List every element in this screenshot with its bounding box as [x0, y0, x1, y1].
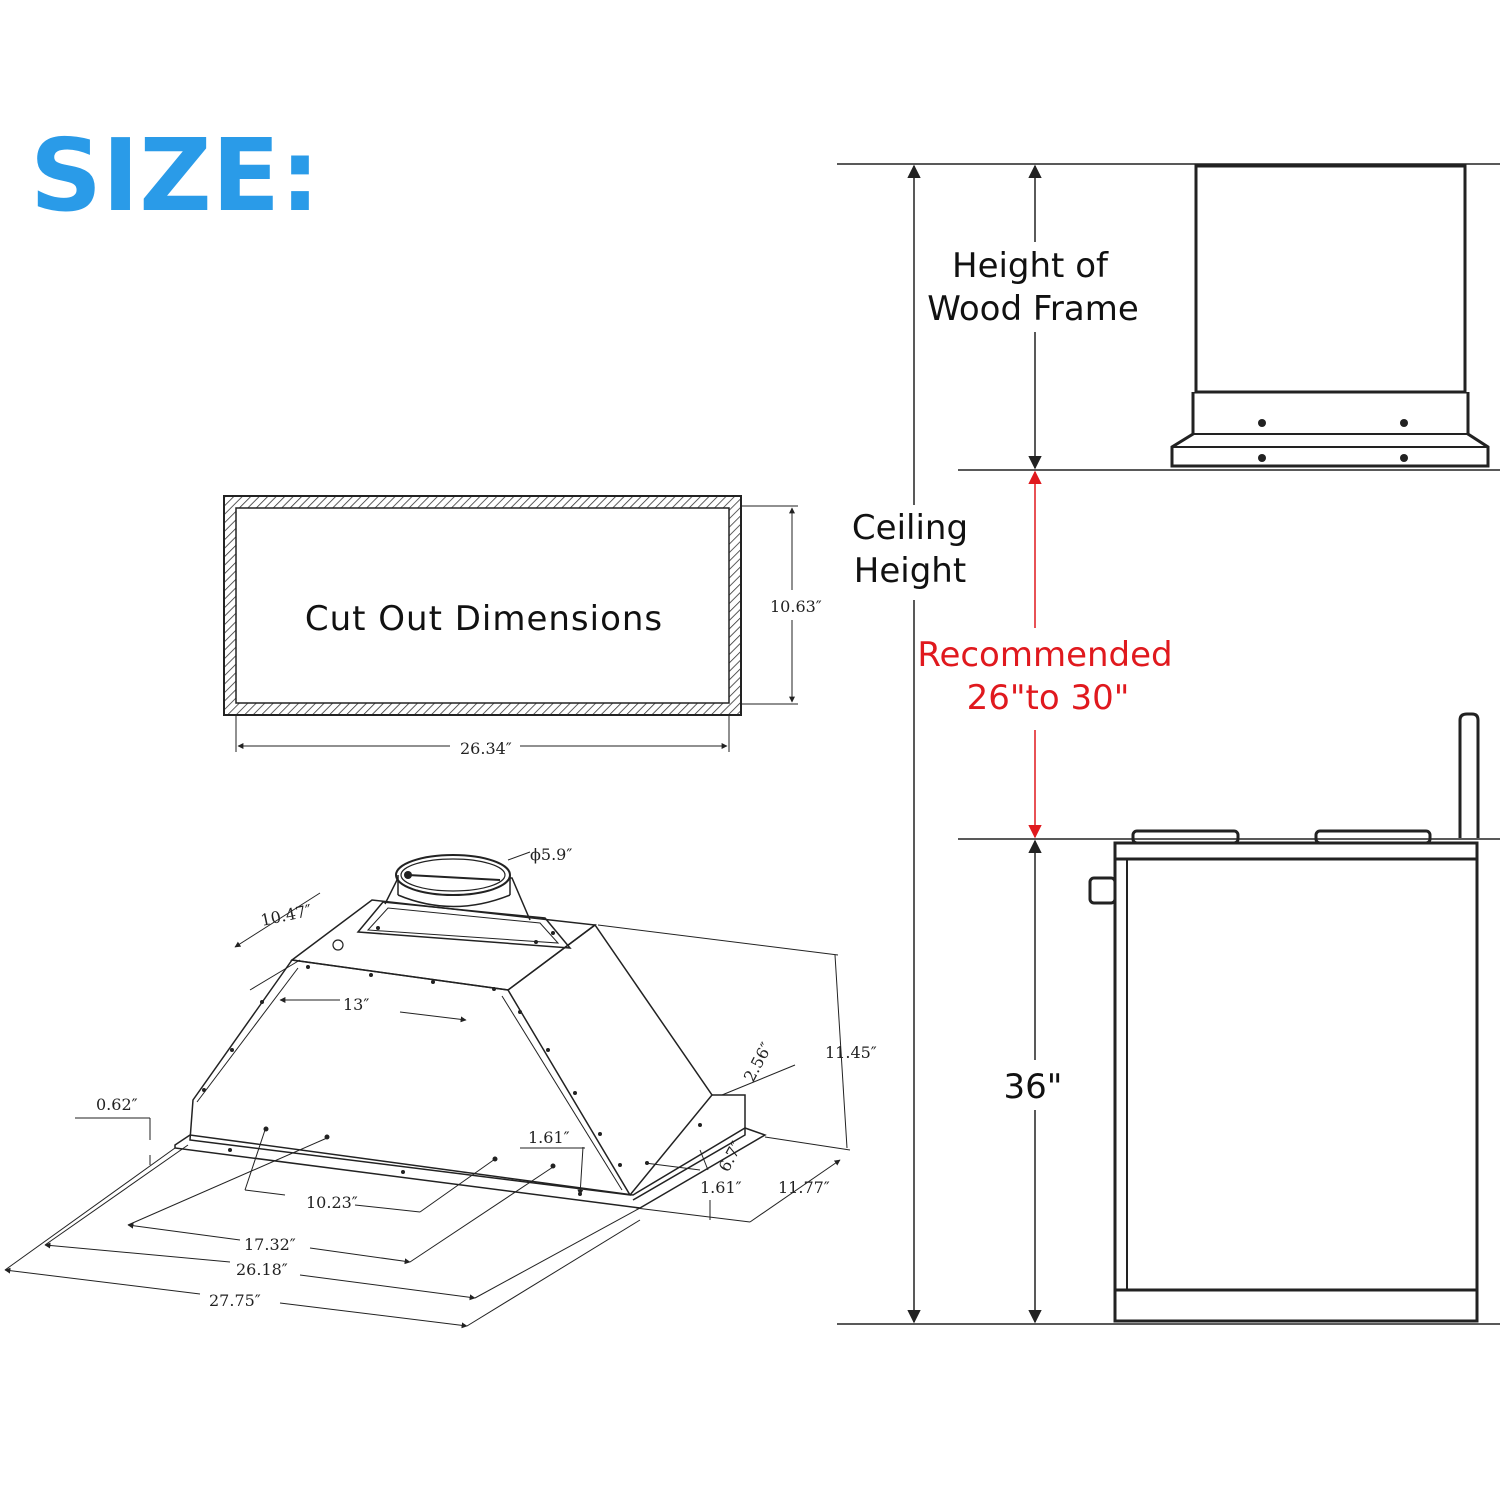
range-side-drawing [1088, 712, 1480, 1323]
dim-0-62: 0.62″ [96, 1095, 138, 1114]
dim-27-75: 27.75″ [209, 1291, 261, 1310]
cutout-width-dim: 26.34″ [460, 739, 512, 758]
dim-11-77: 11.77″ [778, 1178, 830, 1197]
dim-10-47: 10.47″ [259, 901, 314, 930]
page-title: SIZE: [30, 117, 320, 234]
dim-26-18: 26.18″ [236, 1260, 288, 1279]
duct-diameter-dim: ϕ5.9″ [530, 845, 572, 864]
dim-2-56: 2.56″ [740, 1039, 776, 1085]
dim-11-45: 11.45″ [825, 1043, 877, 1062]
dim-1-61-b: 1.61″ [700, 1178, 742, 1197]
dim-1-61-a: 1.61″ [528, 1128, 570, 1147]
dim-13: 13″ [343, 995, 369, 1014]
side-view: Ceiling Height Height of Wood Frame Reco… [837, 163, 1500, 1325]
ceiling-height-label-1: Ceiling [852, 508, 968, 548]
wood-frame-label-2: Wood Frame [927, 289, 1139, 329]
dim-17-32: 17.32″ [244, 1235, 296, 1254]
dim-10-23: 10.23″ [306, 1193, 358, 1212]
recommended-label-2: 26"to 30" [967, 678, 1130, 718]
cutout-height-dim: 10.63″ [770, 597, 822, 616]
ceiling-height-label-2: Height [854, 551, 966, 591]
counter-height-label: 36" [1004, 1067, 1063, 1107]
hood-side-drawing [1170, 164, 1490, 468]
wood-frame-label-1: Height of [952, 246, 1109, 286]
hood-isometric-drawing: ϕ5.9″ 10.47″ 13″ 11.45″ 2.56″ 0.62″ 1.61… [4, 845, 877, 1329]
cutout-diagram: Cut Out Dimensions 10.63″ 26.34″ [223, 495, 822, 758]
cutout-label: Cut Out Dimensions [305, 599, 663, 639]
recommended-label-1: Recommended [917, 635, 1172, 675]
